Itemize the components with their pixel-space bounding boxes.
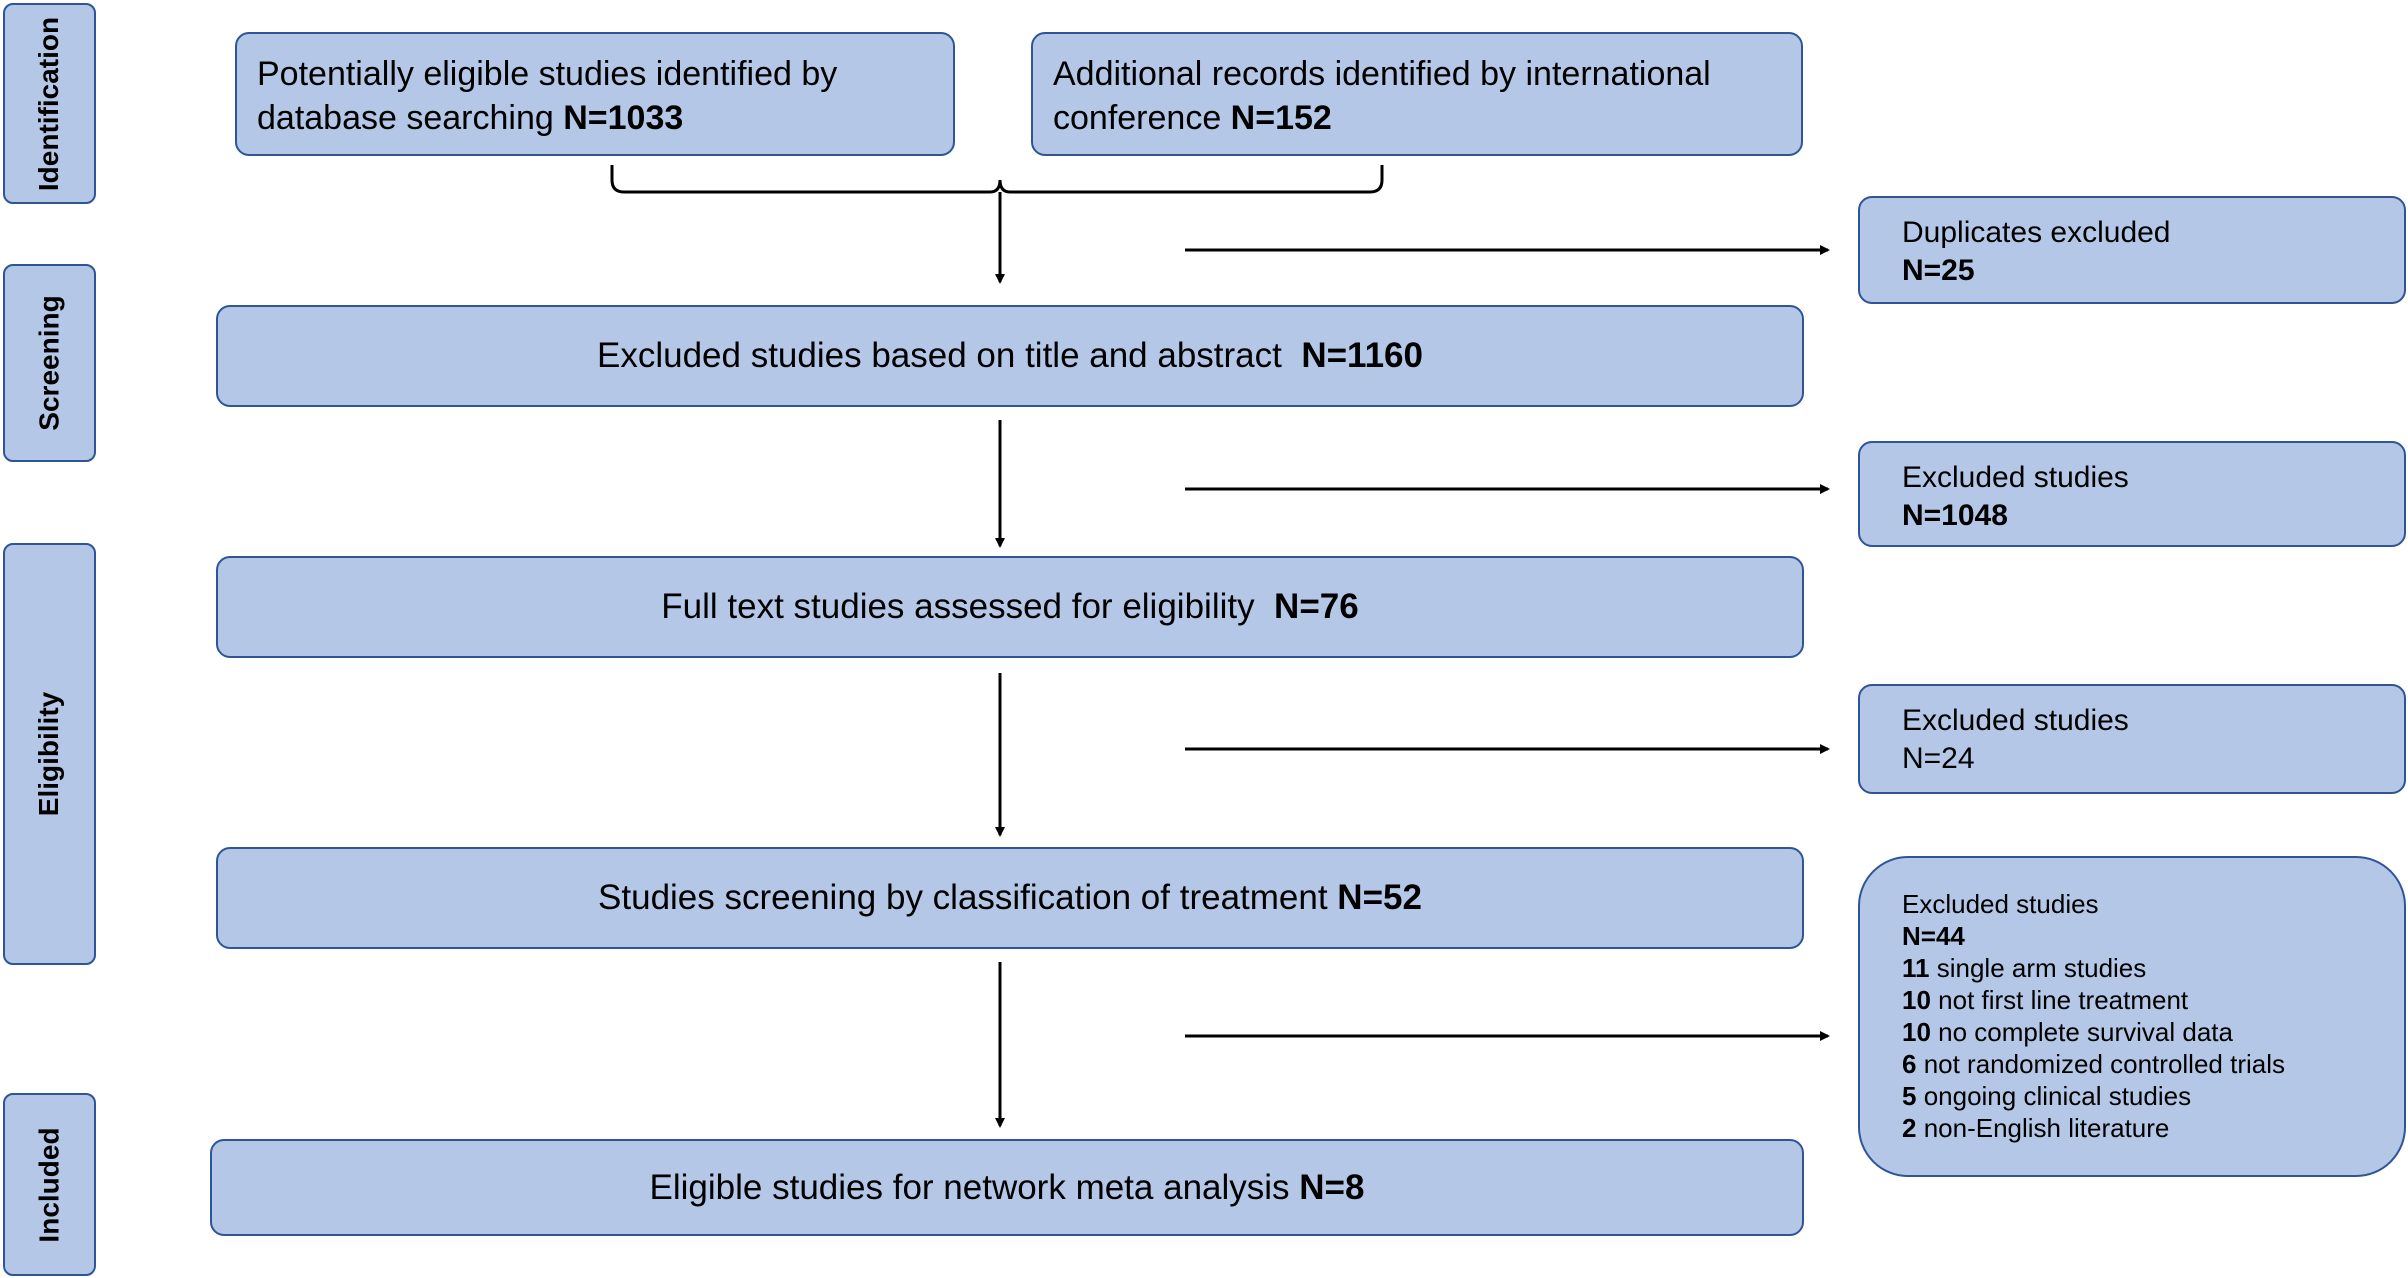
- conference-box: Additional records identified by interna…: [1031, 32, 1803, 156]
- reason-item: 11 single arm studies: [1902, 952, 2362, 984]
- excluded-2-label: Excluded studies: [1902, 704, 2129, 737]
- eligible-box: Eligible studies for network meta analys…: [210, 1139, 1804, 1236]
- eligible-text: Eligible studies for network meta analys…: [649, 1167, 1300, 1207]
- reason-item: 10 not first line treatment: [1902, 984, 2362, 1016]
- duplicates-count: N=25: [1902, 254, 1975, 287]
- reason-count: 11: [1902, 953, 1930, 983]
- reason-item: 2 non-English literature: [1902, 1112, 2362, 1144]
- stage-identification: Identification: [3, 3, 96, 204]
- title-abstract-box: Excluded studies based on title and abst…: [216, 305, 1804, 407]
- stage-screening: Screening: [3, 264, 96, 462]
- excluded-3-count: N=44: [1902, 921, 1965, 951]
- reason-count: 10: [1902, 1017, 1931, 1047]
- stage-included: Included: [3, 1093, 96, 1276]
- reason-item: 10 no complete survival data: [1902, 1016, 2362, 1048]
- classification-text: Studies screening by classification of t…: [598, 878, 1338, 917]
- eligible-count: N=8: [1299, 1167, 1365, 1207]
- excluded-box-3: Excluded studies N=44 11 single arm stud…: [1858, 856, 2406, 1177]
- title-abstract-count: N=1160: [1301, 336, 1423, 375]
- reason-text: no complete survival data: [1930, 1017, 2233, 1047]
- database-search-text: Potentially eligible studies identified …: [257, 55, 838, 137]
- classification-box: Studies screening by classification of t…: [216, 847, 1804, 949]
- reason-count: 2: [1902, 1113, 1917, 1143]
- conference-count: N=152: [1230, 99, 1332, 137]
- classification-count: N=52: [1337, 878, 1422, 917]
- reason-item: 5 ongoing clinical studies: [1902, 1080, 2362, 1112]
- duplicates-label: Duplicates excluded: [1902, 216, 2171, 249]
- stage-eligibility: Eligibility: [3, 543, 96, 965]
- reason-text: single arm studies: [1929, 953, 2147, 983]
- database-search-count: N=1033: [563, 99, 684, 137]
- excluded-2-count: N=24: [1902, 742, 1975, 775]
- reason-count: 5: [1902, 1081, 1917, 1111]
- excluded-box-2: Excluded studies N=24: [1858, 684, 2406, 794]
- excluded-1-label: Excluded studies: [1902, 461, 2129, 494]
- reason-text: not first line treatment: [1930, 985, 2189, 1015]
- reason-count: 6: [1902, 1049, 1917, 1079]
- full-text-text: Full text studies assessed for eligibili…: [661, 587, 1275, 626]
- title-abstract-text: Excluded studies based on title and abst…: [597, 336, 1302, 375]
- conference-text: Additional records identified by interna…: [1053, 55, 1711, 137]
- reason-item: 6 not randomized controlled trials: [1902, 1048, 2362, 1080]
- reason-text: ongoing clinical studies: [1916, 1081, 2192, 1111]
- merge-bracket: [610, 165, 1384, 194]
- duplicates-box: Duplicates excluded N=25: [1858, 196, 2406, 304]
- database-search-box: Potentially eligible studies identified …: [235, 32, 955, 156]
- excluded-1-count: N=1048: [1902, 499, 2008, 532]
- excluded-3-label: Excluded studies: [1902, 889, 2099, 919]
- excluded-box-1: Excluded studies N=1048: [1858, 441, 2406, 547]
- reason-text: not randomized controlled trials: [1916, 1049, 2285, 1079]
- full-text-box: Full text studies assessed for eligibili…: [216, 556, 1804, 658]
- reason-text: non-English literature: [1916, 1113, 2170, 1143]
- full-text-count: N=76: [1274, 587, 1359, 626]
- reason-count: 10: [1902, 985, 1931, 1015]
